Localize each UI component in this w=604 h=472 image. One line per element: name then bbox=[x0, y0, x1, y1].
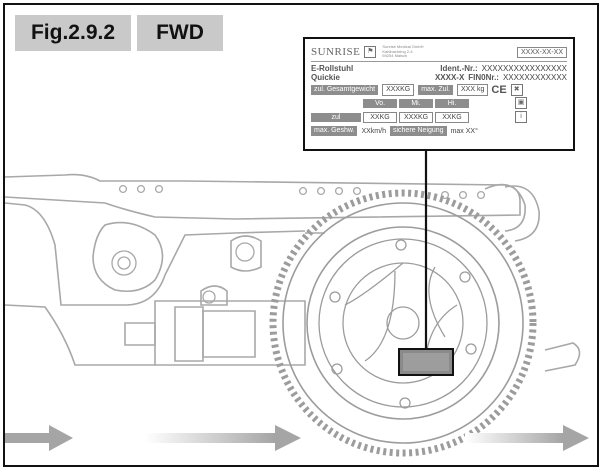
ident-label: Ident.-Nr.: bbox=[440, 64, 478, 73]
axle-value-middle: XXXKG bbox=[399, 111, 433, 123]
axle-header-rear: Hi. bbox=[435, 98, 469, 108]
date-code: XXXX-XX-XX bbox=[516, 46, 567, 58]
neigung-label: sichere Neigung bbox=[389, 126, 447, 136]
axle-value-rear: XXKG bbox=[435, 111, 469, 123]
product-type: E-Rollstuhl bbox=[311, 64, 354, 73]
ce-mark: CE bbox=[491, 84, 507, 96]
achslasten-label: zul Achslasten bbox=[311, 112, 361, 130]
axle-header-front: Vo. bbox=[363, 98, 397, 108]
arrow-right-head bbox=[563, 425, 589, 451]
wheelchair-drawing bbox=[5, 148, 589, 457]
label-row-speed: max. Geshw. XXkm/h sichere Neigung max X… bbox=[311, 126, 567, 136]
weee-bin-icon: ✖ bbox=[510, 84, 523, 96]
arrow-middle-head bbox=[275, 425, 301, 451]
direction-arrows bbox=[5, 425, 589, 451]
axle-value-front: XXKG bbox=[363, 111, 397, 123]
drive-wheel bbox=[269, 189, 537, 457]
label-row-type: E-Rollstuhl Ident.-Nr.: XXXXXXXXXXXXXXXX bbox=[311, 64, 567, 73]
fin-label: FIN0Nr.: bbox=[468, 73, 499, 82]
ident-value: XXXXXXXXXXXXXXXX bbox=[481, 64, 567, 73]
fin-value: XXXXXXXXXXXX bbox=[502, 73, 567, 82]
figure-number: Fig.2.9.2 bbox=[15, 15, 131, 51]
arrow-left-head bbox=[49, 425, 73, 451]
info-icon: i bbox=[515, 111, 527, 123]
max-zul-label: max. Zul. bbox=[418, 85, 454, 95]
id-label: SUNRISE ⚑ Sunrise Medical GmbH Kahlbachr… bbox=[303, 37, 575, 151]
label-header: SUNRISE ⚑ Sunrise Medical GmbH Kahlbachr… bbox=[311, 43, 567, 62]
figure-frame: Fig.2.9.2 FWD SUNRISE ⚑ Sunrise Medical … bbox=[3, 3, 599, 467]
frame-holes bbox=[111, 184, 486, 304]
max-geschw-label: max. Geshw. bbox=[311, 126, 358, 136]
max-zul-value: XXX kg bbox=[457, 84, 489, 96]
arrow-left-shaft bbox=[5, 433, 49, 443]
model-name: Quickie bbox=[311, 73, 340, 82]
chassis bbox=[5, 173, 581, 372]
label-row-weight: zul. Gesamtgewicht XXXKG max. Zul. XXX k… bbox=[311, 84, 567, 96]
gesamtgewicht-label: zul. Gesamtgewicht bbox=[311, 85, 379, 95]
manual-book-icon: ▣ bbox=[515, 97, 527, 109]
axle-load-grid: Vo. Mi. Hi. ▣ zul Achslasten XXKG XXXKG … bbox=[311, 97, 567, 130]
gesamtgewicht-value: XXXKG bbox=[382, 84, 415, 96]
factory-icon: ⚑ bbox=[364, 46, 377, 58]
brand-logo: SUNRISE bbox=[311, 46, 361, 58]
manufacturer-address: Sunrise Medical GmbH Kahlbachring 2-4 69… bbox=[382, 44, 424, 59]
model-code: XXXX-X bbox=[434, 73, 465, 82]
neigung-value: max XX° bbox=[450, 127, 478, 135]
arrow-middle-shaft bbox=[145, 433, 275, 443]
arrow-right-shaft bbox=[465, 433, 563, 443]
drive-mode-label: FWD bbox=[137, 15, 223, 51]
axle-header-middle: Mi. bbox=[399, 98, 433, 108]
max-geschw-value: XXkm/h bbox=[361, 127, 386, 135]
label-row-model: Quickie XXXX-X FIN0Nr.: XXXXXXXXXXXX bbox=[311, 73, 567, 82]
